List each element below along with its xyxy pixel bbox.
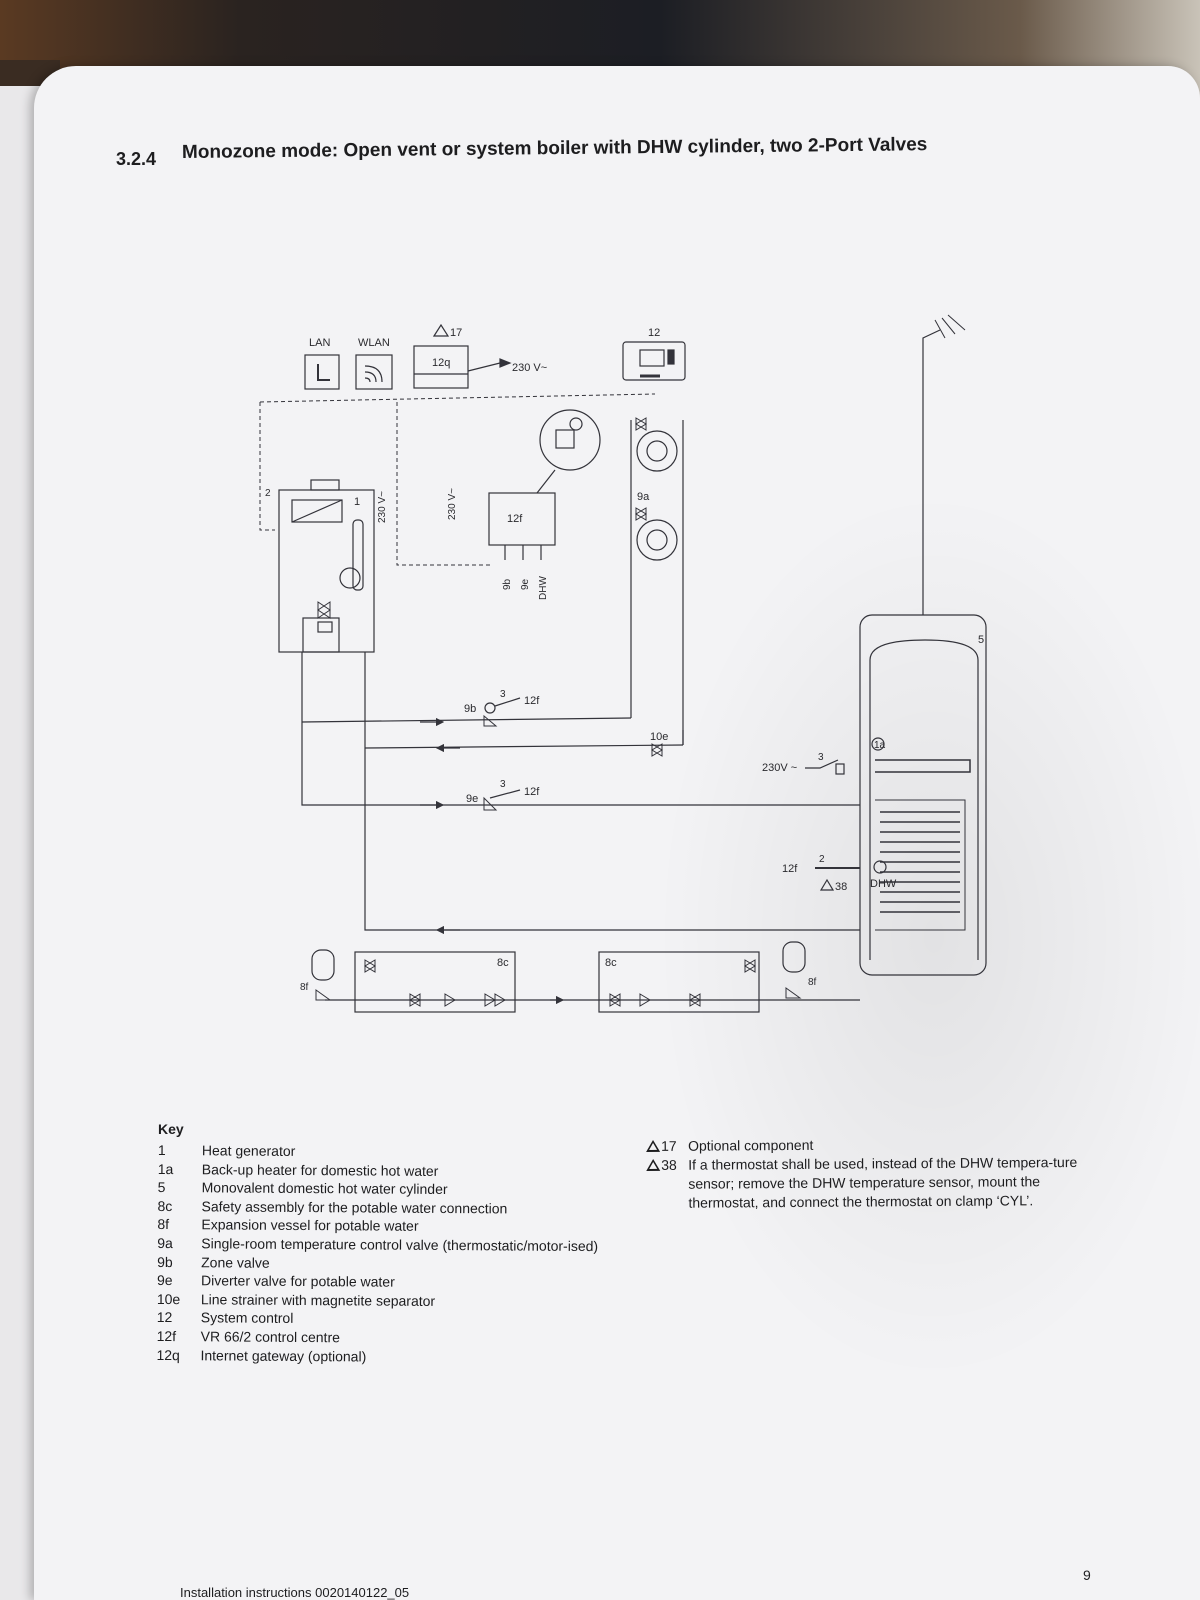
key-code: 8f [157, 1216, 170, 1233]
expansion-vessel-left: 8f [300, 949, 335, 1001]
safety-right-label: 8c [605, 957, 617, 969]
key-heading: Key [158, 1121, 184, 1137]
safety-left-label: 8c [497, 957, 509, 969]
key-item: 12q Internet gateway (optional) [156, 1346, 626, 1368]
note-code: 38 [661, 1156, 677, 1173]
sensor-label: DHW [870, 878, 897, 890]
key-code: 9b [157, 1253, 173, 1270]
internet-gateway: 12q 17 230 V~ [413, 323, 547, 389]
trv-label: 9a [637, 491, 650, 503]
control-centre: 12f 230 V~ 9b 9e DHW [447, 409, 601, 600]
note-text: Optional component [688, 1136, 814, 1154]
note-item: 38 If a thermostat shall be used, instea… [646, 1153, 1096, 1213]
key-code: 9a [157, 1234, 173, 1252]
heater-ref: 1a [874, 740, 886, 751]
control-label: 12 [648, 327, 660, 339]
heater-voltage: 230V ~ [762, 762, 797, 774]
zone-wire: 3 [500, 689, 506, 700]
warning-icon [646, 1139, 661, 1152]
key-code: 12 [156, 1309, 173, 1326]
boiler-voltage: 230 V~ [377, 491, 388, 523]
terminal-dhw: DHW [538, 576, 549, 600]
diverter-wire: 3 [500, 779, 506, 790]
key-code: 12f [156, 1327, 177, 1345]
warning-icon [432, 323, 450, 337]
terminal-9e: 9e [520, 578, 531, 590]
diverter-label: 9e [466, 793, 478, 805]
note-code: 17 [661, 1137, 677, 1154]
warning-icon [646, 1158, 661, 1171]
page-shadow [654, 486, 1200, 1386]
centre-voltage: 230 V~ [447, 488, 458, 520]
vessel-left-label: 8f [300, 982, 309, 993]
cylinder-label: 5 [978, 634, 984, 646]
sensor-ref: 12f [782, 863, 798, 875]
dhw-cylinder: 5 1a 230V ~ 3 DHW 12f 2 38 [762, 614, 987, 976]
warning-icon [819, 878, 835, 891]
diverter-valve: 9e 3 12f [466, 779, 540, 811]
note17-label: 17 [450, 327, 462, 339]
heat-generator: 1 2 230 V~ [265, 479, 388, 653]
radiators: 9a [630, 417, 684, 745]
safety-assembly-left: 8c [354, 951, 516, 1013]
centre-label: 12f [507, 513, 523, 525]
gateway-voltage: 230 V~ [512, 362, 547, 374]
key-code: 10e [156, 1290, 181, 1307]
pipework [301, 652, 860, 1005]
key-code: 1 [157, 1142, 166, 1159]
page-number: 9 [1083, 1567, 1091, 1583]
system-control: 12 [622, 327, 686, 381]
lan-port: LAN [304, 337, 340, 390]
key-desc: Internet gateway (optional) [200, 1346, 367, 1364]
strainer-label: 10e [650, 731, 668, 743]
key-code: 1a [157, 1160, 174, 1177]
expansion-vessel-right: 8f [782, 941, 817, 999]
diverter-ref: 12f [524, 786, 540, 798]
line-strainer: 10e [650, 731, 668, 757]
notes: 17 Optional component 38 If a thermostat… [646, 1134, 1097, 1213]
document-page [34, 66, 1200, 1600]
terminal-9b: 9b [502, 578, 513, 590]
key-code: 5 [157, 1179, 166, 1196]
wlan-port: WLAN [355, 337, 393, 390]
key-code: 9e [156, 1272, 173, 1289]
zone-valve-label: 9b [464, 703, 476, 715]
key-code: 8c [157, 1197, 173, 1214]
key-code: 12q [156, 1346, 180, 1363]
note-text: If a thermostat shall be used, instead o… [688, 1153, 1078, 1211]
section-number: 3.2.4 [116, 149, 157, 169]
sensor-wire: 2 [819, 854, 825, 865]
lan-label: LAN [309, 337, 330, 349]
gateway-label: 12q [432, 357, 450, 369]
safety-assembly-right: 8c [598, 951, 760, 1013]
footer: Installation instructions 0020140122_05 [180, 1585, 410, 1600]
bus-wire-label: 2 [265, 488, 271, 499]
heater-wire: 3 [818, 752, 824, 763]
wlan-label: WLAN [358, 337, 390, 349]
control-bus [259, 393, 656, 566]
zone-valve-ref: 12f [524, 695, 540, 707]
vessel-right-label: 8f [808, 977, 817, 988]
generator-label: 1 [354, 496, 360, 508]
zone-valve: 9b 3 12f [464, 689, 540, 727]
shower [922, 314, 966, 615]
note38-label: 38 [835, 881, 847, 893]
